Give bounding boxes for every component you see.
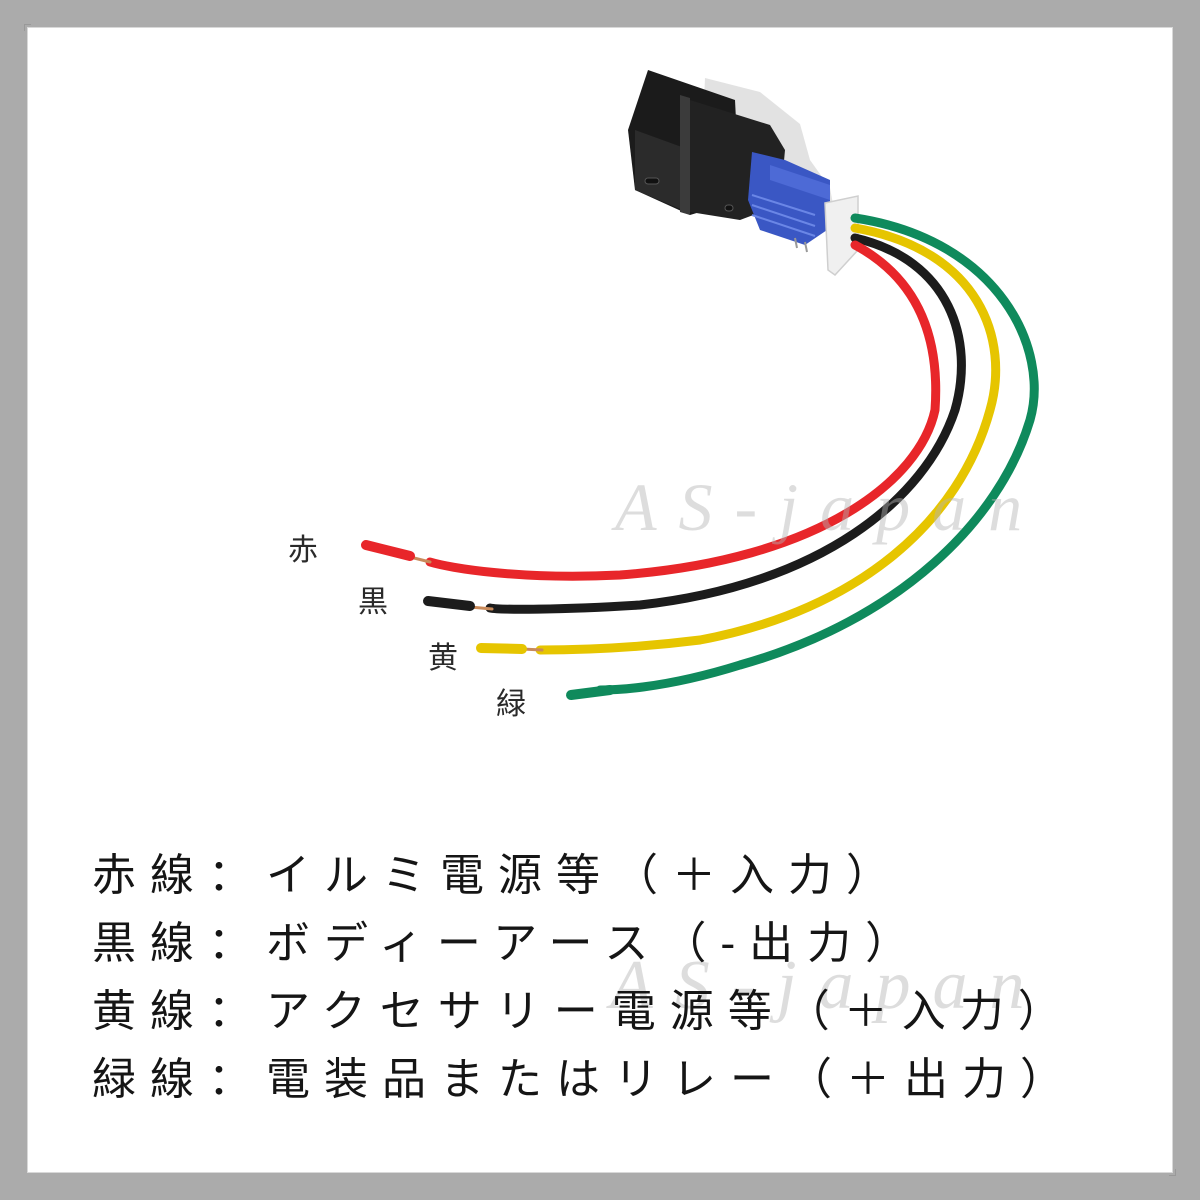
wire-yellow <box>535 223 1001 655</box>
wire-green <box>595 213 1039 695</box>
legend-wire-name: 黒線 <box>92 918 208 969</box>
legend-wire-name: 赤線 <box>92 850 208 901</box>
wire-group <box>425 213 1039 695</box>
wire-legend: 赤線：イルミ電源等（＋入力） 黒線：ボディーアース（-出力） 黄線：アクセサリー… <box>92 842 1078 1114</box>
wire-red <box>425 240 941 581</box>
legend-description: ボディーアース（-出力） <box>266 918 924 969</box>
frame-corner-mark <box>1169 1169 1176 1176</box>
legend-wire-name: 黄線 <box>92 986 208 1037</box>
legend-separator: ： <box>208 1054 266 1105</box>
legend-description: アクセサリー電源等（＋入力） <box>266 986 1076 1037</box>
frame-corner-mark <box>24 24 31 31</box>
legend-separator: ： <box>208 986 266 1037</box>
wire-ends <box>361 540 615 700</box>
connector-blue-lock <box>748 152 830 253</box>
legend-separator: ： <box>208 850 266 901</box>
wire-label-red: 赤 <box>288 533 318 568</box>
wire-label-yellow: 黄 <box>428 641 458 676</box>
product-card <box>28 28 1172 1172</box>
wire-black <box>485 233 966 614</box>
legend-item-yellow: 黄線：アクセサリー電源等（＋入力） <box>92 978 1078 1046</box>
legend-description: イルミ電源等（＋入力） <box>266 850 904 901</box>
wire-label-green: 緑 <box>496 687 526 722</box>
legend-wire-name: 緑線 <box>92 1054 208 1105</box>
legend-separator: ： <box>208 918 266 969</box>
legend-item-black: 黒線：ボディーアース（-出力） <box>92 910 1078 978</box>
legend-item-green: 緑線：電装品またはリレー（＋出力） <box>92 1046 1078 1114</box>
wire-label-black: 黒 <box>358 585 388 620</box>
connector-insulator <box>824 195 859 276</box>
legend-item-red: 赤線：イルミ電源等（＋入力） <box>92 842 1078 910</box>
legend-description: 電装品またはリレー（＋出力） <box>266 1054 1078 1105</box>
